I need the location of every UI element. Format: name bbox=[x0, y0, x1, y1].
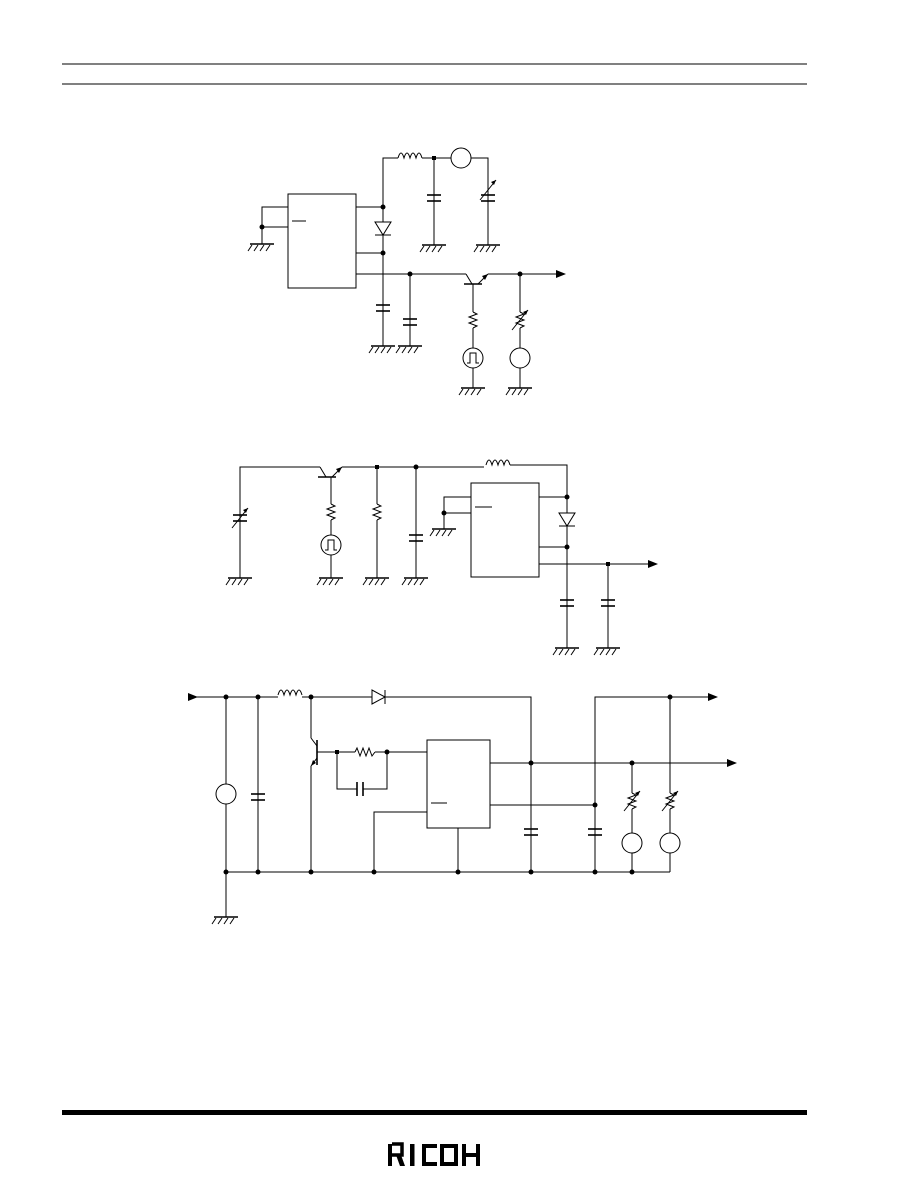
footer-rule bbox=[62, 1110, 807, 1115]
circuit-diagram-1 bbox=[247, 147, 566, 396]
source-circle bbox=[450, 147, 472, 169]
ic-block bbox=[470, 482, 540, 578]
circuit-diagram-2 bbox=[225, 459, 658, 656]
diode bbox=[374, 221, 392, 236]
ricoh-logo bbox=[388, 1142, 480, 1166]
inductor bbox=[397, 152, 423, 159]
ic-block bbox=[287, 193, 357, 289]
header-rule bbox=[62, 63, 807, 85]
ic-block bbox=[426, 739, 491, 829]
circuit-diagram-3 bbox=[188, 689, 737, 925]
